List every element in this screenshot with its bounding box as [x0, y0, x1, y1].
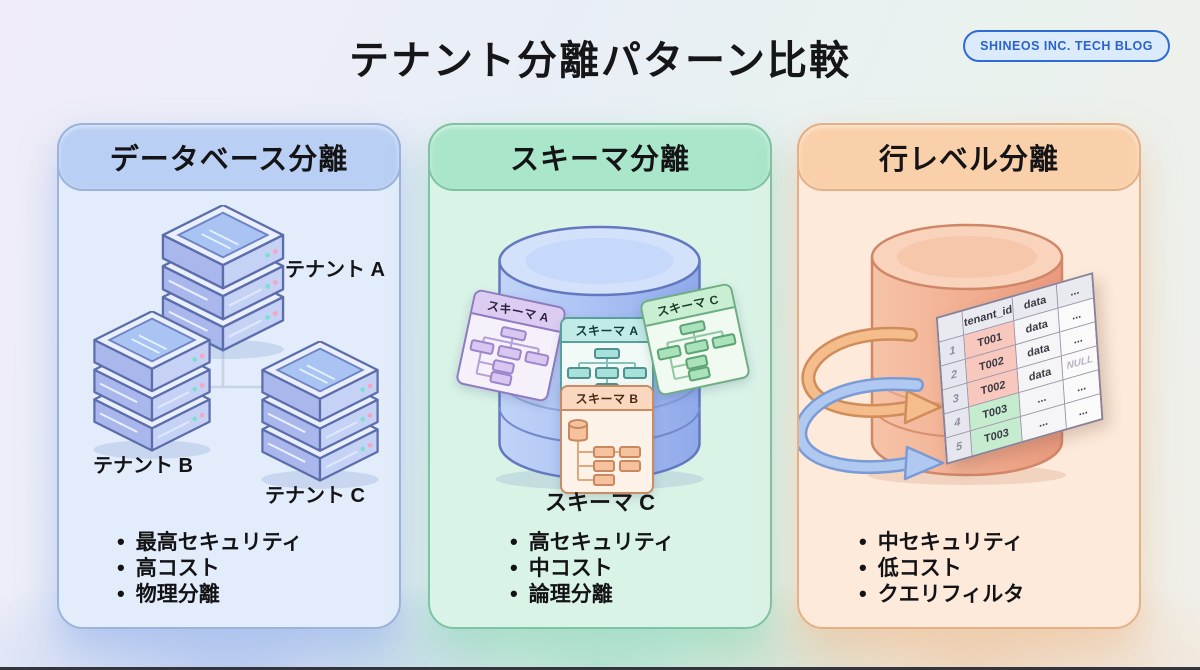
- database-separation-illustration: テナント A テナント B テナント C: [59, 191, 399, 529]
- bullet-text: 中セキュリティ: [877, 531, 1024, 554]
- bullet-text: 高コスト: [135, 557, 220, 581]
- bullet-text: クエリフィルタ: [877, 583, 1025, 607]
- schema-card-a-tilted: スキーマ A: [454, 288, 568, 403]
- bullet-item: • 論理分離: [510, 581, 770, 608]
- bullet-text: 中コスト: [528, 557, 613, 581]
- bullet-text: 論理分離: [528, 583, 613, 607]
- panel-schema-header: スキーマ分離: [428, 123, 772, 191]
- schema-card-c-tilted: スキーマ C: [638, 282, 752, 397]
- panel-title: スキーマ分離: [509, 144, 690, 176]
- panel-row-level-header: 行レベル分離: [797, 123, 1141, 191]
- bottom-edge-bar: [0, 667, 1200, 670]
- bullet-text: 低コスト: [877, 557, 962, 581]
- blue-arrow-icon: [799, 376, 945, 481]
- panel-database-separation: データベース分離 テナント A テナント B テナント C • 最高セキュリティ …: [57, 123, 401, 629]
- bullet-item: • 中コスト: [510, 555, 770, 582]
- tenant-a-label: テナント A: [285, 259, 385, 281]
- panel-database-header: データベース分離: [57, 123, 401, 191]
- server-stack-tenant-b-icon: [92, 311, 212, 460]
- feature-list: • 最高セキュリティ • 高コスト • 物理分離: [59, 529, 399, 608]
- tenant-b-label: テナント B: [93, 455, 193, 477]
- bullet-item: • 高コスト: [117, 555, 399, 582]
- bullet-icon: •: [510, 581, 518, 607]
- bullet-icon: •: [510, 529, 518, 554]
- feature-list: • 中セキュリティ • 低コスト • クエリフィルタ: [799, 529, 1139, 608]
- bullet-item: • 物理分離: [117, 581, 399, 608]
- panel-row-level-separation: 行レベル分離: [797, 123, 1141, 629]
- schema-card-b: スキーマ B: [560, 385, 654, 494]
- panel-title: データベース分離: [109, 144, 349, 176]
- row-level-illustration: tenant_id data ... 1 T001 data ... 2 T00…: [799, 191, 1139, 529]
- schema-c-caption: スキーマ C: [544, 490, 655, 515]
- bullet-icon: •: [117, 529, 125, 554]
- query-filter-arrows: [799, 326, 945, 481]
- schema-diagram-icon: [568, 419, 641, 486]
- schema-diagram-icon: [656, 320, 737, 382]
- server-stack-tenant-c-icon: [260, 341, 380, 490]
- bullet-icon: •: [117, 555, 125, 581]
- bullet-icon: •: [117, 581, 125, 607]
- bullet-icon: •: [859, 581, 867, 607]
- bullet-item: • 中セキュリティ: [859, 529, 1139, 556]
- bullet-item: • クエリフィルタ: [859, 581, 1139, 608]
- bullet-item: • 低コスト: [859, 555, 1139, 582]
- bullet-text: 最高セキュリティ: [135, 531, 303, 554]
- schema-diagram-icon: [469, 326, 550, 387]
- bullet-item: • 高セキュリティ: [510, 529, 770, 556]
- tenant-c-label: テナント C: [265, 485, 365, 507]
- bullet-text: 物理分離: [135, 583, 220, 607]
- panel-schema-separation: スキーマ分離 スキーマ A: [428, 123, 772, 629]
- feature-list: • 高セキュリティ • 中コスト • 論理分離: [430, 529, 770, 608]
- page-title: テナント分離パターン比較: [349, 39, 851, 83]
- orange-arrow-icon: [801, 326, 943, 425]
- bullet-icon: •: [859, 529, 867, 554]
- schema-separation-illustration: スキーマ A スキーマ A スキーマ: [430, 191, 770, 529]
- bullet-text: 高セキュリティ: [528, 531, 675, 554]
- bullet-item: • 最高セキュリティ: [117, 529, 399, 556]
- bullet-icon: •: [859, 555, 867, 581]
- brand-badge: SHINEOS INC. TECH BLOG: [963, 30, 1170, 62]
- panel-title: 行レベル分離: [878, 144, 1059, 176]
- bullet-icon: •: [510, 555, 518, 581]
